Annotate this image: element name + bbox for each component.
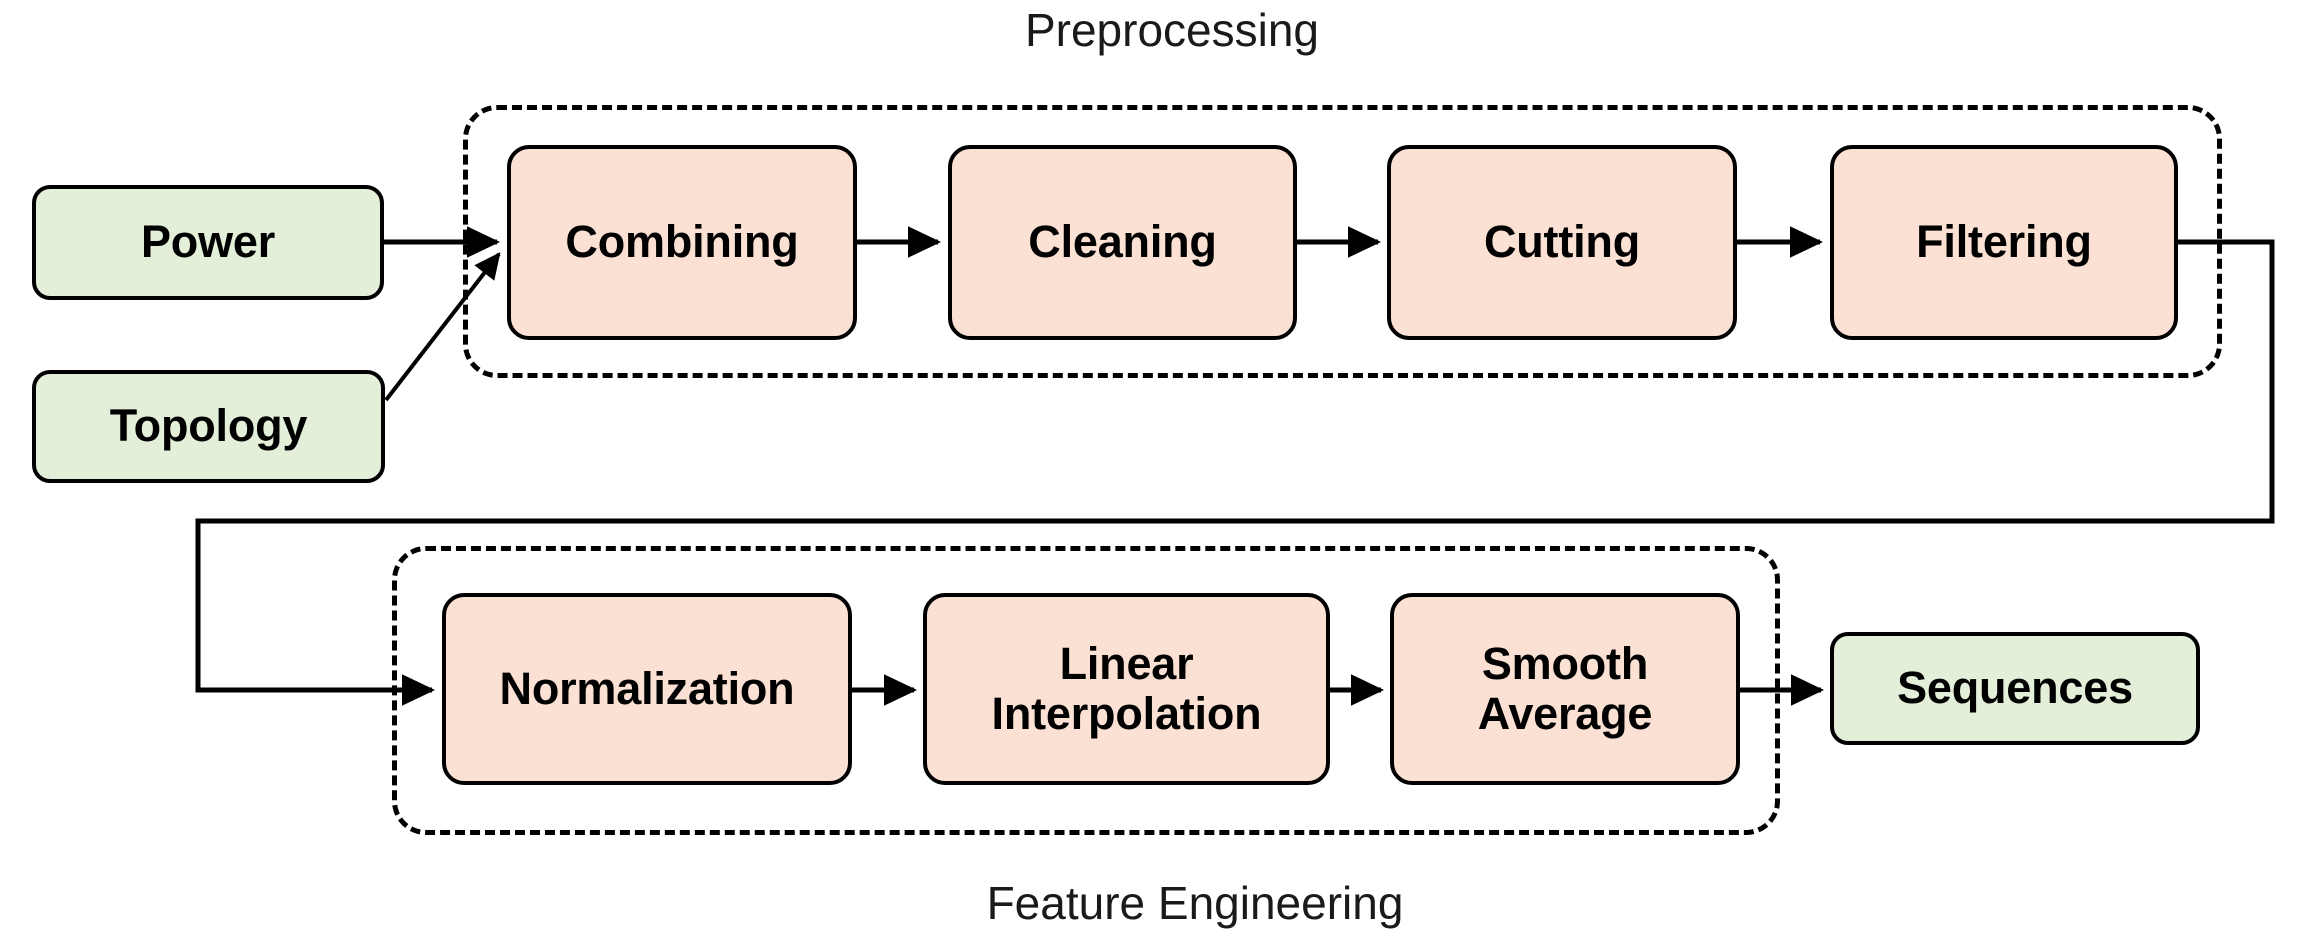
node-cutting-label: Cutting [1483, 216, 1641, 268]
node-smooth-average-label: Smooth Average [1477, 637, 1653, 739]
node-sequences-label: Sequences [1897, 662, 2133, 714]
group-preprocessing [463, 105, 2222, 378]
node-topology[interactable]: Topology [32, 370, 385, 483]
node-cleaning-label: Cleaning [1028, 216, 1217, 268]
node-combining[interactable]: Combining [507, 145, 857, 340]
node-power[interactable]: Power [32, 185, 384, 300]
node-cutting[interactable]: Cutting [1387, 145, 1737, 340]
group-preprocessing-title: Preprocessing [1024, 4, 1320, 56]
node-smooth-average[interactable]: Smooth Average [1390, 593, 1740, 785]
group-feature-engineering-title: Feature Engineering [986, 877, 1404, 929]
node-filtering-label: Filtering [1916, 216, 2092, 268]
node-normalization-label: Normalization [499, 662, 795, 714]
node-linear-interpolation-label: Linear Interpolation [991, 637, 1262, 739]
node-linear-interpolation[interactable]: Linear Interpolation [923, 593, 1330, 785]
node-cleaning[interactable]: Cleaning [948, 145, 1297, 340]
node-sequences[interactable]: Sequences [1830, 632, 2200, 745]
node-topology-label: Topology [109, 400, 308, 452]
group-feature-engineering [392, 546, 1780, 835]
node-filtering[interactable]: Filtering [1830, 145, 2178, 340]
node-power-label: Power [140, 216, 276, 268]
node-normalization[interactable]: Normalization [442, 593, 852, 785]
node-combining-label: Combining [565, 216, 799, 268]
